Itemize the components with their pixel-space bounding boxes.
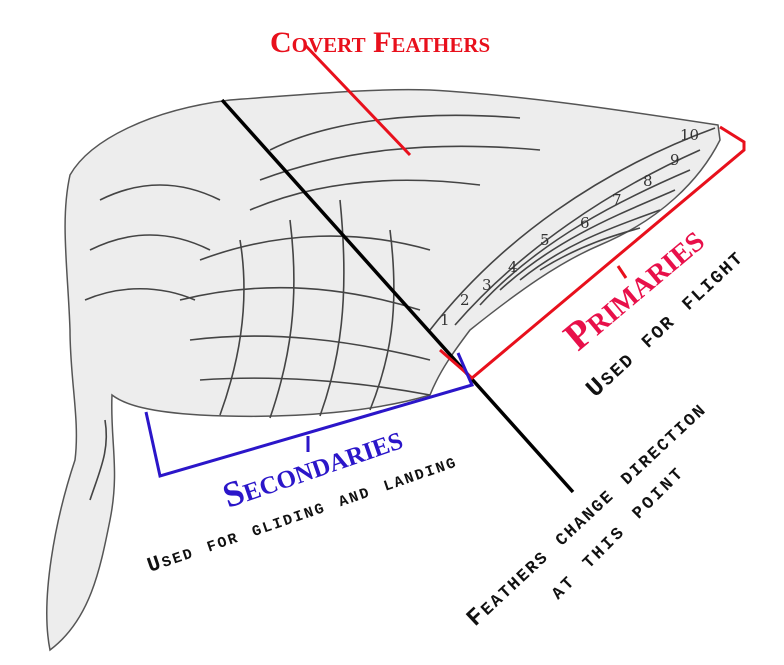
wing-drawing [46,88,721,652]
primaries-bracket-tick [616,265,628,279]
primary-number: 10 [680,126,699,144]
covert-pointer-line [303,43,412,157]
primary-number: 5 [540,231,550,249]
direction-label-line1: Feathers change direction [462,396,713,632]
primary-numbers: 1 2 3 4 5 6 7 8 9 10 [440,126,699,329]
secondaries-bracket [144,352,475,478]
covert-feathers-label: Covert Feathers [270,26,490,59]
primary-number: 8 [643,172,653,190]
primary-number: 6 [580,214,590,232]
primary-number: 4 [508,258,518,276]
direction-divider-line [220,98,575,494]
primary-number: 1 [440,311,450,329]
primary-number: 9 [670,151,680,169]
primary-number: 2 [460,291,470,309]
primary-number: 7 [612,191,622,209]
primaries-bracket [439,125,746,380]
primary-number: 3 [482,276,492,294]
